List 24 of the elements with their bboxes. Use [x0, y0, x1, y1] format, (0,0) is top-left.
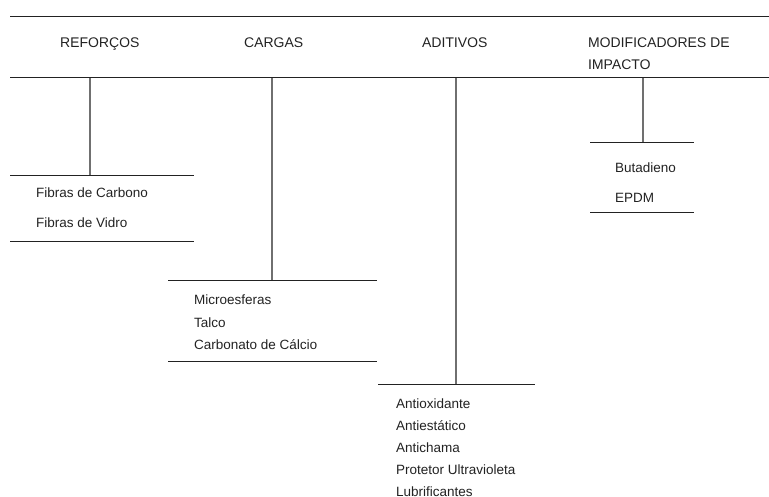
category-heading: MODIFICADORES DE IMPACTO: [588, 33, 731, 74]
list-item: Microesferas: [194, 291, 272, 309]
list-item: Protetor Ultravioleta: [396, 461, 516, 479]
list-item: Fibras de Carbono: [36, 184, 149, 202]
item-list-band: [10, 175, 194, 242]
list-item: Butadieno: [615, 159, 677, 177]
category-heading: ADITIVOS: [422, 33, 488, 52]
list-item: Talco: [194, 314, 227, 332]
item-list-band: [378, 384, 535, 497]
list-item: Lubrificantes: [396, 483, 474, 497]
list-item: EPDM: [615, 189, 656, 207]
list-item: Fibras de Vidro: [36, 214, 128, 232]
connector-line: [271, 77, 273, 280]
list-item: Carbonato de Cálcio: [194, 336, 318, 354]
category-heading: CARGAS: [244, 33, 304, 52]
list-item: Antichama: [396, 439, 461, 457]
item-list-band: [590, 142, 694, 213]
list-item: Antiestático: [396, 417, 467, 435]
category-heading: REFORÇOS: [60, 33, 140, 52]
item-list-band: [168, 280, 377, 362]
list-item: Antioxidante: [396, 395, 472, 413]
connector-line: [642, 77, 644, 142]
connector-line: [89, 77, 91, 175]
connector-line: [455, 77, 457, 384]
